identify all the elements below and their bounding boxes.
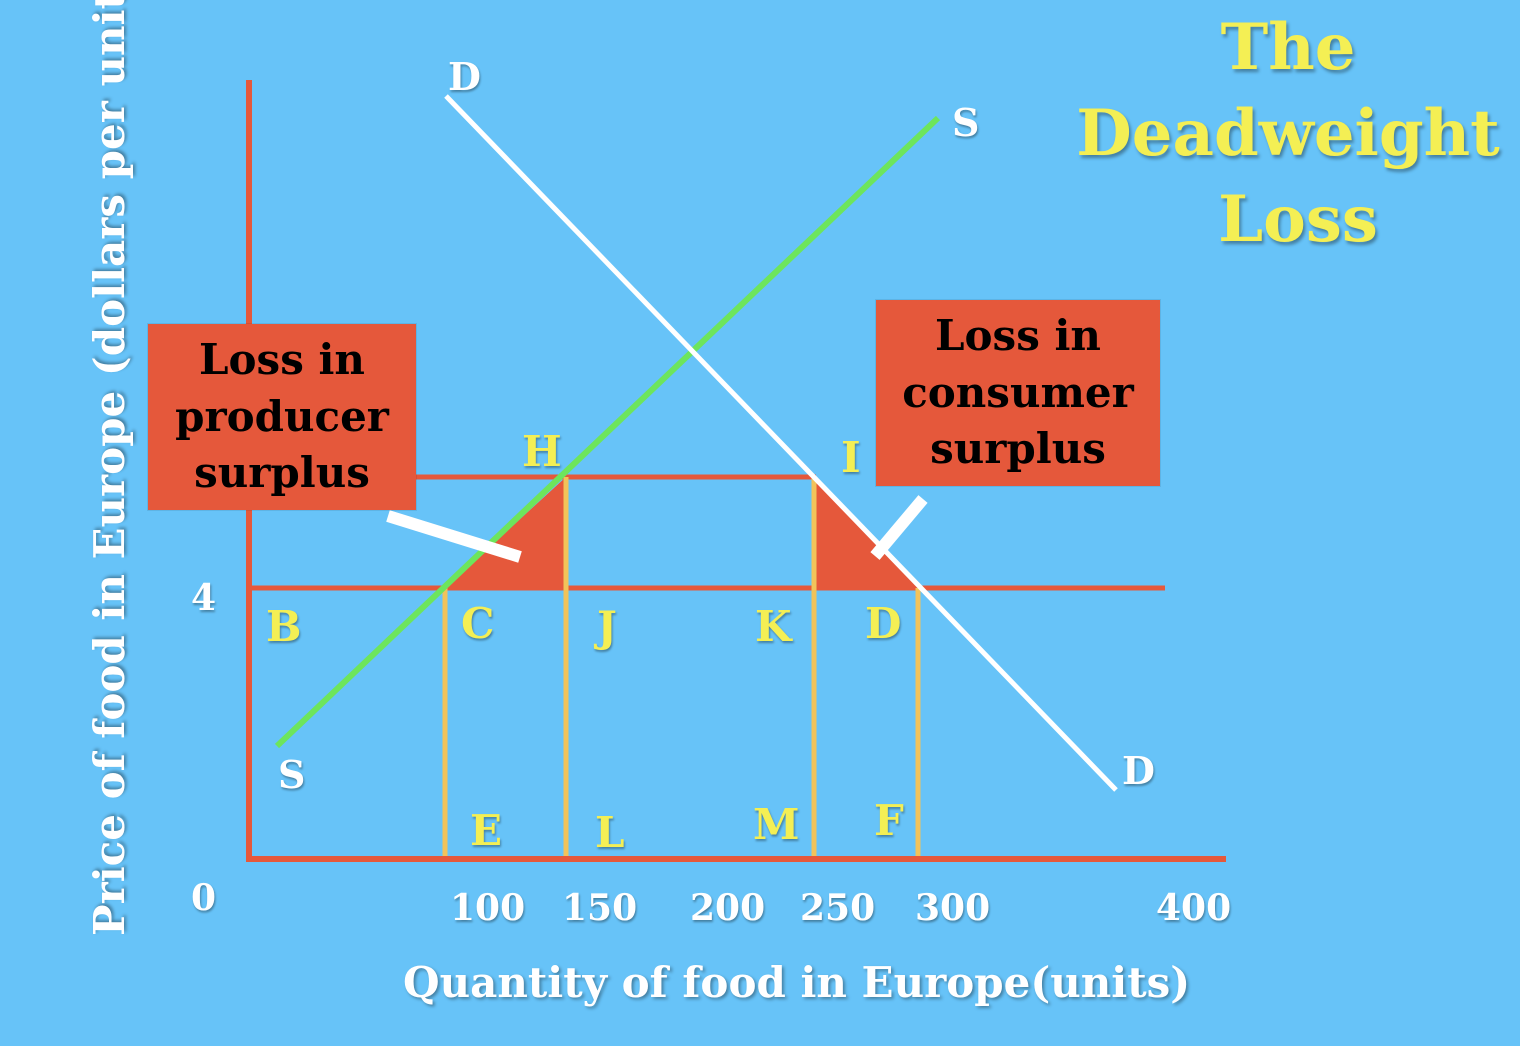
demand-label-bottom: D xyxy=(1122,748,1155,793)
point-label-m: M xyxy=(753,800,800,849)
callout-line: consumer xyxy=(902,367,1134,417)
y-tick-0: 0 xyxy=(191,877,217,919)
x-tick-200: 200 xyxy=(690,887,766,929)
title-line-3: Loss xyxy=(1218,182,1378,257)
point-label-i: I xyxy=(841,433,861,482)
point-label-b: B xyxy=(266,602,302,651)
supply-curve xyxy=(274,115,941,749)
point-label-f: F xyxy=(874,796,904,845)
point-label-j: J xyxy=(597,602,617,651)
x-axis-title: Quantity of food in Europe(units) xyxy=(403,958,1191,1007)
supply-label-bottom: S xyxy=(278,752,306,797)
consumer-callout-pointer xyxy=(870,495,928,560)
point-label-c: C xyxy=(461,599,495,648)
consumer-surplus-callout: Loss in consumer surplus xyxy=(876,300,1160,486)
producer-callout-pointer xyxy=(386,510,522,563)
producer-surplus-callout: Loss in producer surplus xyxy=(148,324,416,510)
point-label-l: L xyxy=(595,808,625,857)
callout-line: Loss in xyxy=(199,334,365,384)
title-line-1: The xyxy=(1220,10,1356,85)
point-label-e: E xyxy=(470,806,503,855)
point-label-k: K xyxy=(755,602,792,651)
x-tick-400: 400 xyxy=(1156,887,1232,929)
point-label-h: H xyxy=(522,427,562,476)
demand-label-top: D xyxy=(448,54,481,99)
callout-line: surplus xyxy=(194,448,370,498)
y-tick-4: 4 xyxy=(191,577,217,619)
x-tick-250: 250 xyxy=(800,887,876,929)
x-tick-100: 100 xyxy=(450,887,526,929)
callout-line: surplus xyxy=(930,424,1106,474)
callout-line: Loss in xyxy=(935,310,1101,360)
demand-curve xyxy=(444,94,1118,792)
x-tick-150: 150 xyxy=(562,887,638,929)
supply-label-top: S xyxy=(952,100,980,145)
y-axis-title: Price of food in Europe (dollars per uni… xyxy=(85,0,134,936)
callout-line: producer xyxy=(175,391,389,441)
title-line-2: Deadweight xyxy=(1076,96,1500,171)
x-tick-300: 300 xyxy=(915,887,991,929)
point-label-d: D xyxy=(865,599,902,648)
